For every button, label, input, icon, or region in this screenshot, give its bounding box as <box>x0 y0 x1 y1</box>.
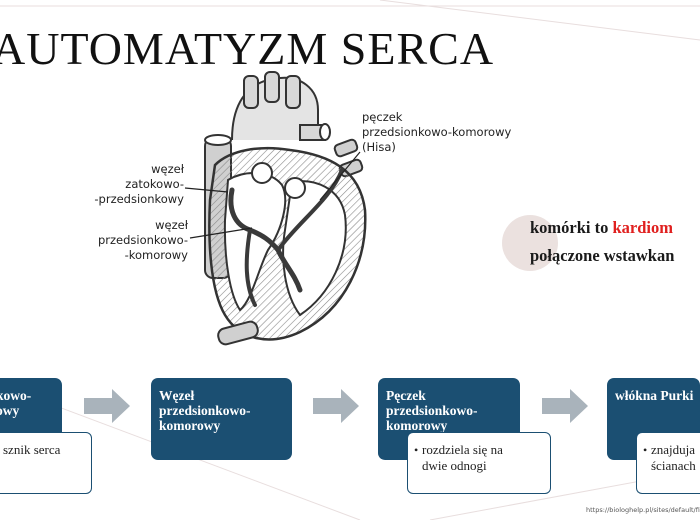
stage-detail-4: •znajduja ścianach <box>636 432 700 494</box>
bullet-icon: • <box>414 443 419 457</box>
label-sa-node: węzeł zatokowo- -przedsionkowy <box>94 162 184 206</box>
decorative-circle <box>502 215 558 271</box>
label-av-node: węzeł przedsionkowo- -komorowy <box>97 218 188 262</box>
heart-diagram: pęczek przedsionkowo-komorowy (Hisa) węz… <box>0 70 540 360</box>
side-note: komórki to kardiom połączone wstawkan <box>530 214 700 270</box>
label-bundle-his: pęczek przedsionkowo-komorowy (Hisa) <box>362 110 512 154</box>
stage-box-2: Węzeł przedsionkowo- komorowy <box>151 378 292 460</box>
side-note-line2: połączone wstawkan <box>530 246 675 265</box>
stage-detail-1: sznik serca <box>0 432 92 494</box>
source-caption: https://biologhelp.pl/sites/default/file… <box>586 506 700 514</box>
bullet-icon: • <box>643 443 648 457</box>
heart-illustration <box>80 70 530 360</box>
highlight-text: kardiom <box>612 218 674 237</box>
right-arrow-icon <box>84 389 130 423</box>
right-arrow-icon <box>542 389 588 423</box>
page-title: AUTOMATYZM SERCA <box>0 23 495 74</box>
stage-detail-3: •rozdziela się na dwie odnogi <box>407 432 551 494</box>
right-arrow-icon <box>313 389 359 423</box>
side-note-line1: komórki to kardiom <box>530 218 674 237</box>
